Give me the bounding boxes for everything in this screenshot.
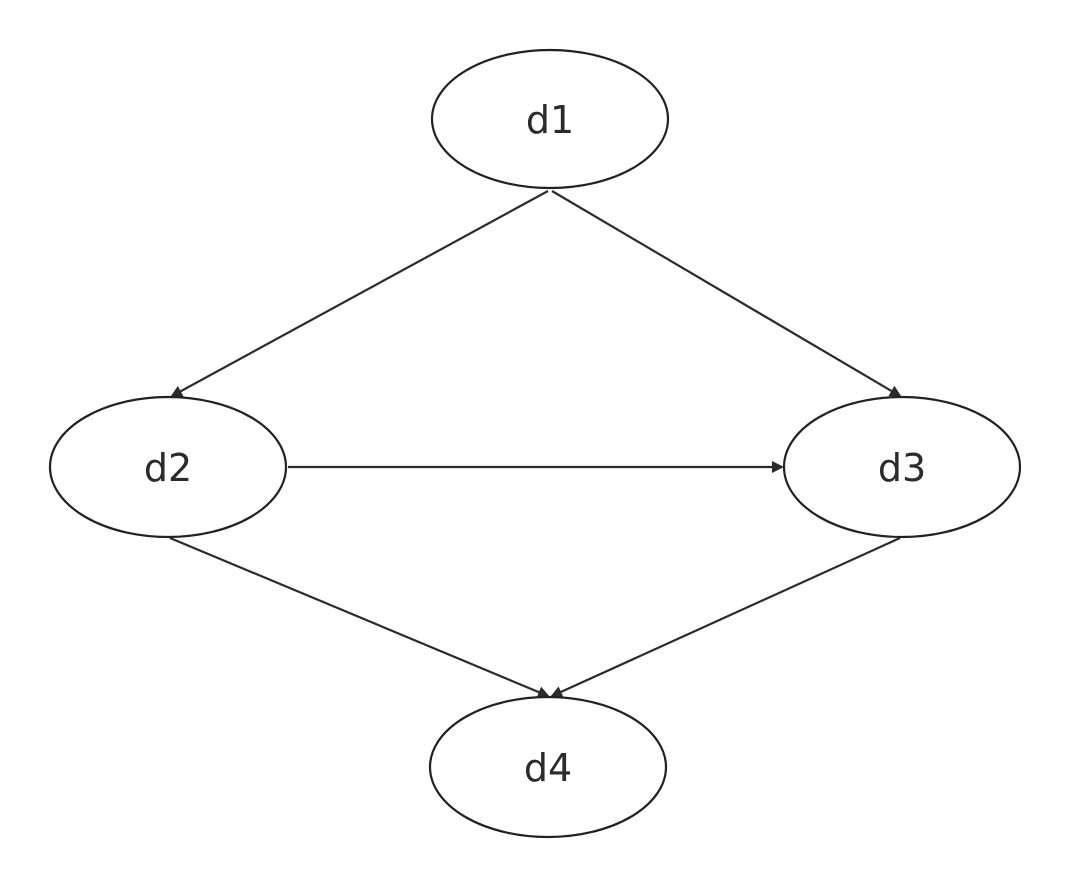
edge-d1-d3 [551,190,902,398]
node-d2[interactable]: d2 [48,395,288,539]
node-label: d3 [878,446,926,490]
node-label: d2 [144,446,192,490]
edge-d2-d4 [169,536,550,698]
node-label: d4 [524,746,572,790]
node-d3[interactable]: d3 [782,395,1022,539]
node-d1[interactable]: d1 [430,48,670,190]
edge-d3-d4 [550,536,901,698]
node-label: d1 [526,98,574,142]
node-d4[interactable]: d4 [428,695,668,839]
edge-d1-d2 [170,190,549,397]
